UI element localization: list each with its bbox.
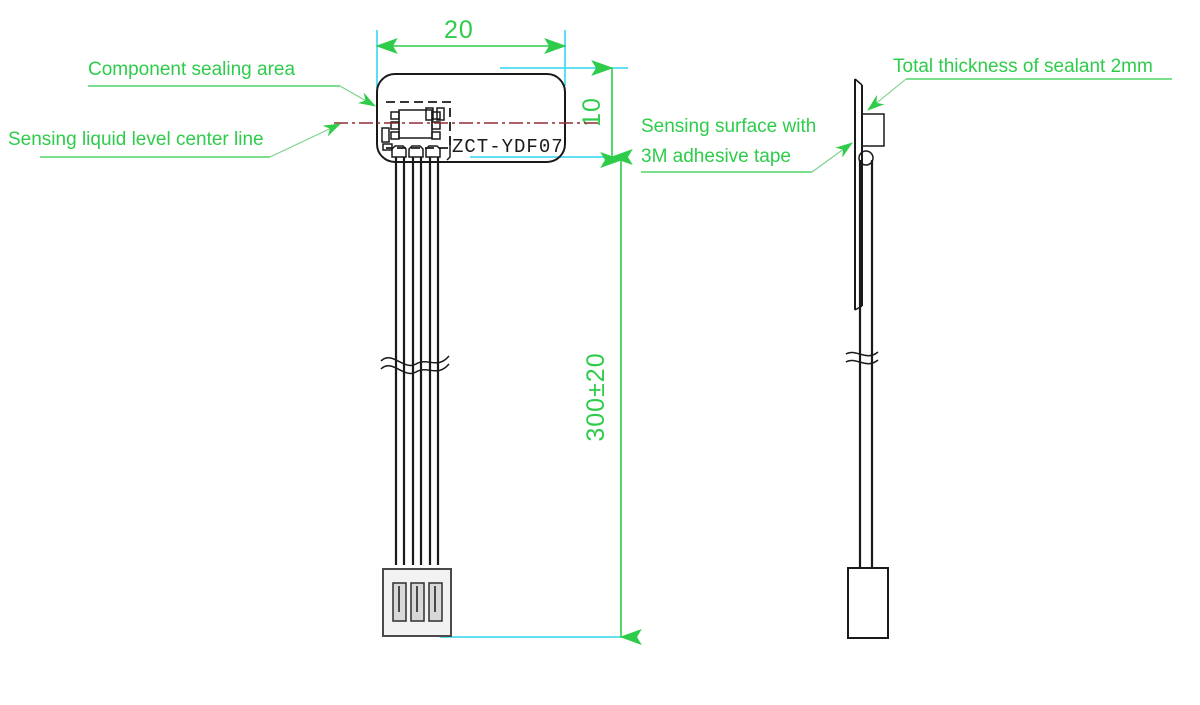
solder-pad bbox=[391, 145, 407, 158]
annotation-component-sealing-area: Component sealing area bbox=[88, 59, 376, 107]
cable-break-symbol bbox=[380, 355, 450, 375]
solder-pad bbox=[425, 145, 441, 158]
annotation-leader-center-line bbox=[269, 123, 341, 158]
annotation-leader-sealant-thickness bbox=[867, 78, 907, 111]
side-view-break-symbol bbox=[845, 351, 879, 365]
ic-chip-body bbox=[398, 109, 433, 139]
side-view-component-block bbox=[861, 113, 885, 147]
annotation-label-center-line: Sensing liquid level center line bbox=[8, 129, 264, 150]
side-view-cable-exit bbox=[858, 150, 874, 166]
ic-chip-pad bbox=[390, 131, 400, 140]
side-view-plate-top bbox=[854, 78, 863, 86]
annotation-label-sensing-surface-1: Sensing surface with bbox=[641, 116, 816, 137]
dimension-width-20: 20 bbox=[375, 16, 567, 54]
dimension-value-width: 20 bbox=[444, 16, 474, 44]
dimension-body-height-10: 10 bbox=[578, 60, 633, 165]
dimension-value-body-height: 10 bbox=[578, 97, 606, 127]
annotation-sensing-surface-tape: Sensing surface with 3M adhesive tape bbox=[641, 116, 853, 173]
ic-chip-pad bbox=[431, 121, 441, 130]
passive-component bbox=[381, 127, 390, 143]
side-view-connector bbox=[847, 567, 889, 639]
part-number-label: ZCT-YDF07 bbox=[452, 136, 564, 158]
ic-chip-pad bbox=[431, 111, 441, 120]
wire-solder-pads bbox=[391, 145, 441, 158]
ic-chip-pad bbox=[390, 111, 400, 120]
ic-chip-pad bbox=[390, 121, 400, 130]
annotation-label-sealing-area: Component sealing area bbox=[88, 59, 295, 80]
front-view-sensor-body: ZCT-YDF07 bbox=[376, 73, 566, 163]
solder-pad bbox=[408, 145, 424, 158]
sensor-body-outline bbox=[376, 73, 566, 163]
annotation-label-sensing-surface-2: 3M adhesive tape bbox=[641, 146, 791, 167]
front-view-wires bbox=[380, 157, 450, 565]
label-bracket bbox=[446, 137, 451, 161]
side-view bbox=[845, 78, 889, 639]
annotation-sealant-thickness: Total thickness of sealant 2mm bbox=[867, 56, 1172, 111]
dimension-cable-length-300: 300±20 bbox=[582, 152, 642, 645]
passive-component bbox=[425, 107, 434, 121]
passive-component bbox=[382, 143, 393, 151]
annotation-label-sealant-thickness: Total thickness of sealant 2mm bbox=[893, 56, 1153, 77]
annotation-sensing-center-line: Sensing liquid level center line bbox=[8, 123, 341, 158]
annotation-leader-sensing-surface bbox=[811, 142, 853, 173]
component-sealing-boundary bbox=[386, 101, 451, 149]
front-view-connector bbox=[382, 568, 452, 637]
annotation-leader-sealing-area bbox=[339, 85, 376, 107]
ic-chip-pad bbox=[431, 131, 441, 140]
passive-component bbox=[436, 107, 445, 121]
dimension-value-cable-length: 300±20 bbox=[582, 352, 610, 441]
